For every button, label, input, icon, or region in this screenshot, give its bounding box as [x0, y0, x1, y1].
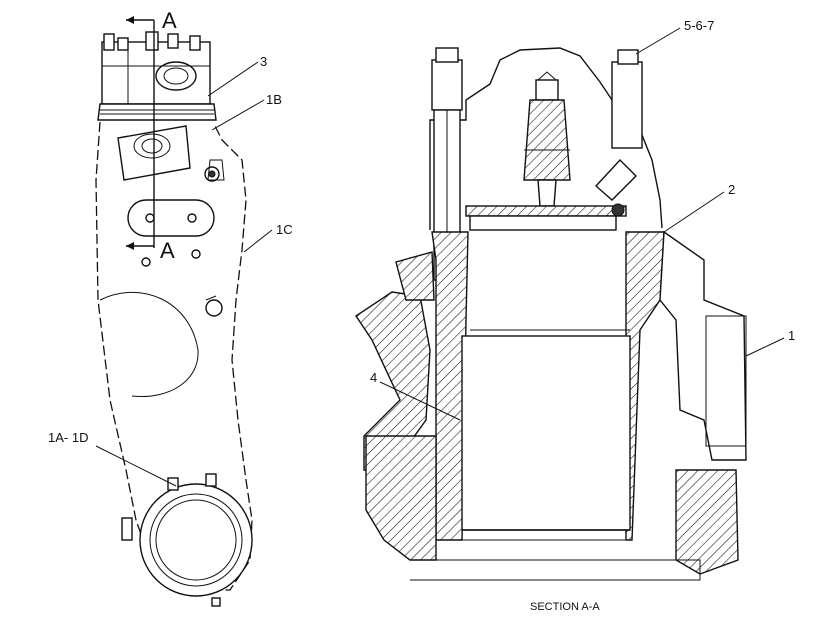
top-port — [155, 61, 197, 91]
stud-5 — [189, 35, 201, 51]
right-block — [659, 230, 747, 461]
callout-1a-1d: 1A- 1D — [48, 430, 88, 445]
callout-1c: 1C — [276, 222, 293, 237]
piston-bore — [461, 335, 631, 531]
fire-deck — [465, 205, 627, 217]
section-caption: SECTION A-A — [530, 601, 600, 613]
callout-1: 1 — [788, 328, 795, 343]
stud-1 — [103, 33, 115, 51]
injector-top — [535, 79, 559, 101]
callout-2: 2 — [728, 182, 735, 197]
recess-curve — [99, 291, 199, 398]
stud-4 — [167, 33, 179, 49]
callout-5-6-7: 5-6-7 — [684, 18, 714, 33]
liner-right-wall — [625, 231, 665, 541]
injector-body — [523, 99, 571, 181]
gasket-band — [97, 103, 217, 121]
section-view — [355, 47, 747, 581]
exterior-view: A A — [95, 8, 253, 607]
callout-4: 4 — [370, 370, 377, 385]
side-fitting — [205, 299, 223, 317]
callout-3: 3 — [260, 54, 267, 69]
stud-3 — [145, 31, 159, 51]
lower-right-block — [675, 469, 739, 575]
bottom-ring-outer — [139, 483, 253, 597]
diagonal-fitting — [594, 158, 637, 201]
lower-left-block — [365, 435, 437, 561]
section-marker-bottom: A — [160, 238, 175, 263]
right-rod — [611, 61, 643, 149]
callout-1b: 1B — [266, 92, 282, 107]
head-outline — [429, 47, 663, 230]
left-rod-cap — [431, 59, 463, 111]
stud-2 — [117, 37, 129, 51]
callouts: 3 1B 1C 1A- 1D 5-6-7 2 1 4 — [48, 18, 795, 487]
oval-plate — [127, 199, 215, 237]
section-marker-top: A — [162, 8, 177, 33]
